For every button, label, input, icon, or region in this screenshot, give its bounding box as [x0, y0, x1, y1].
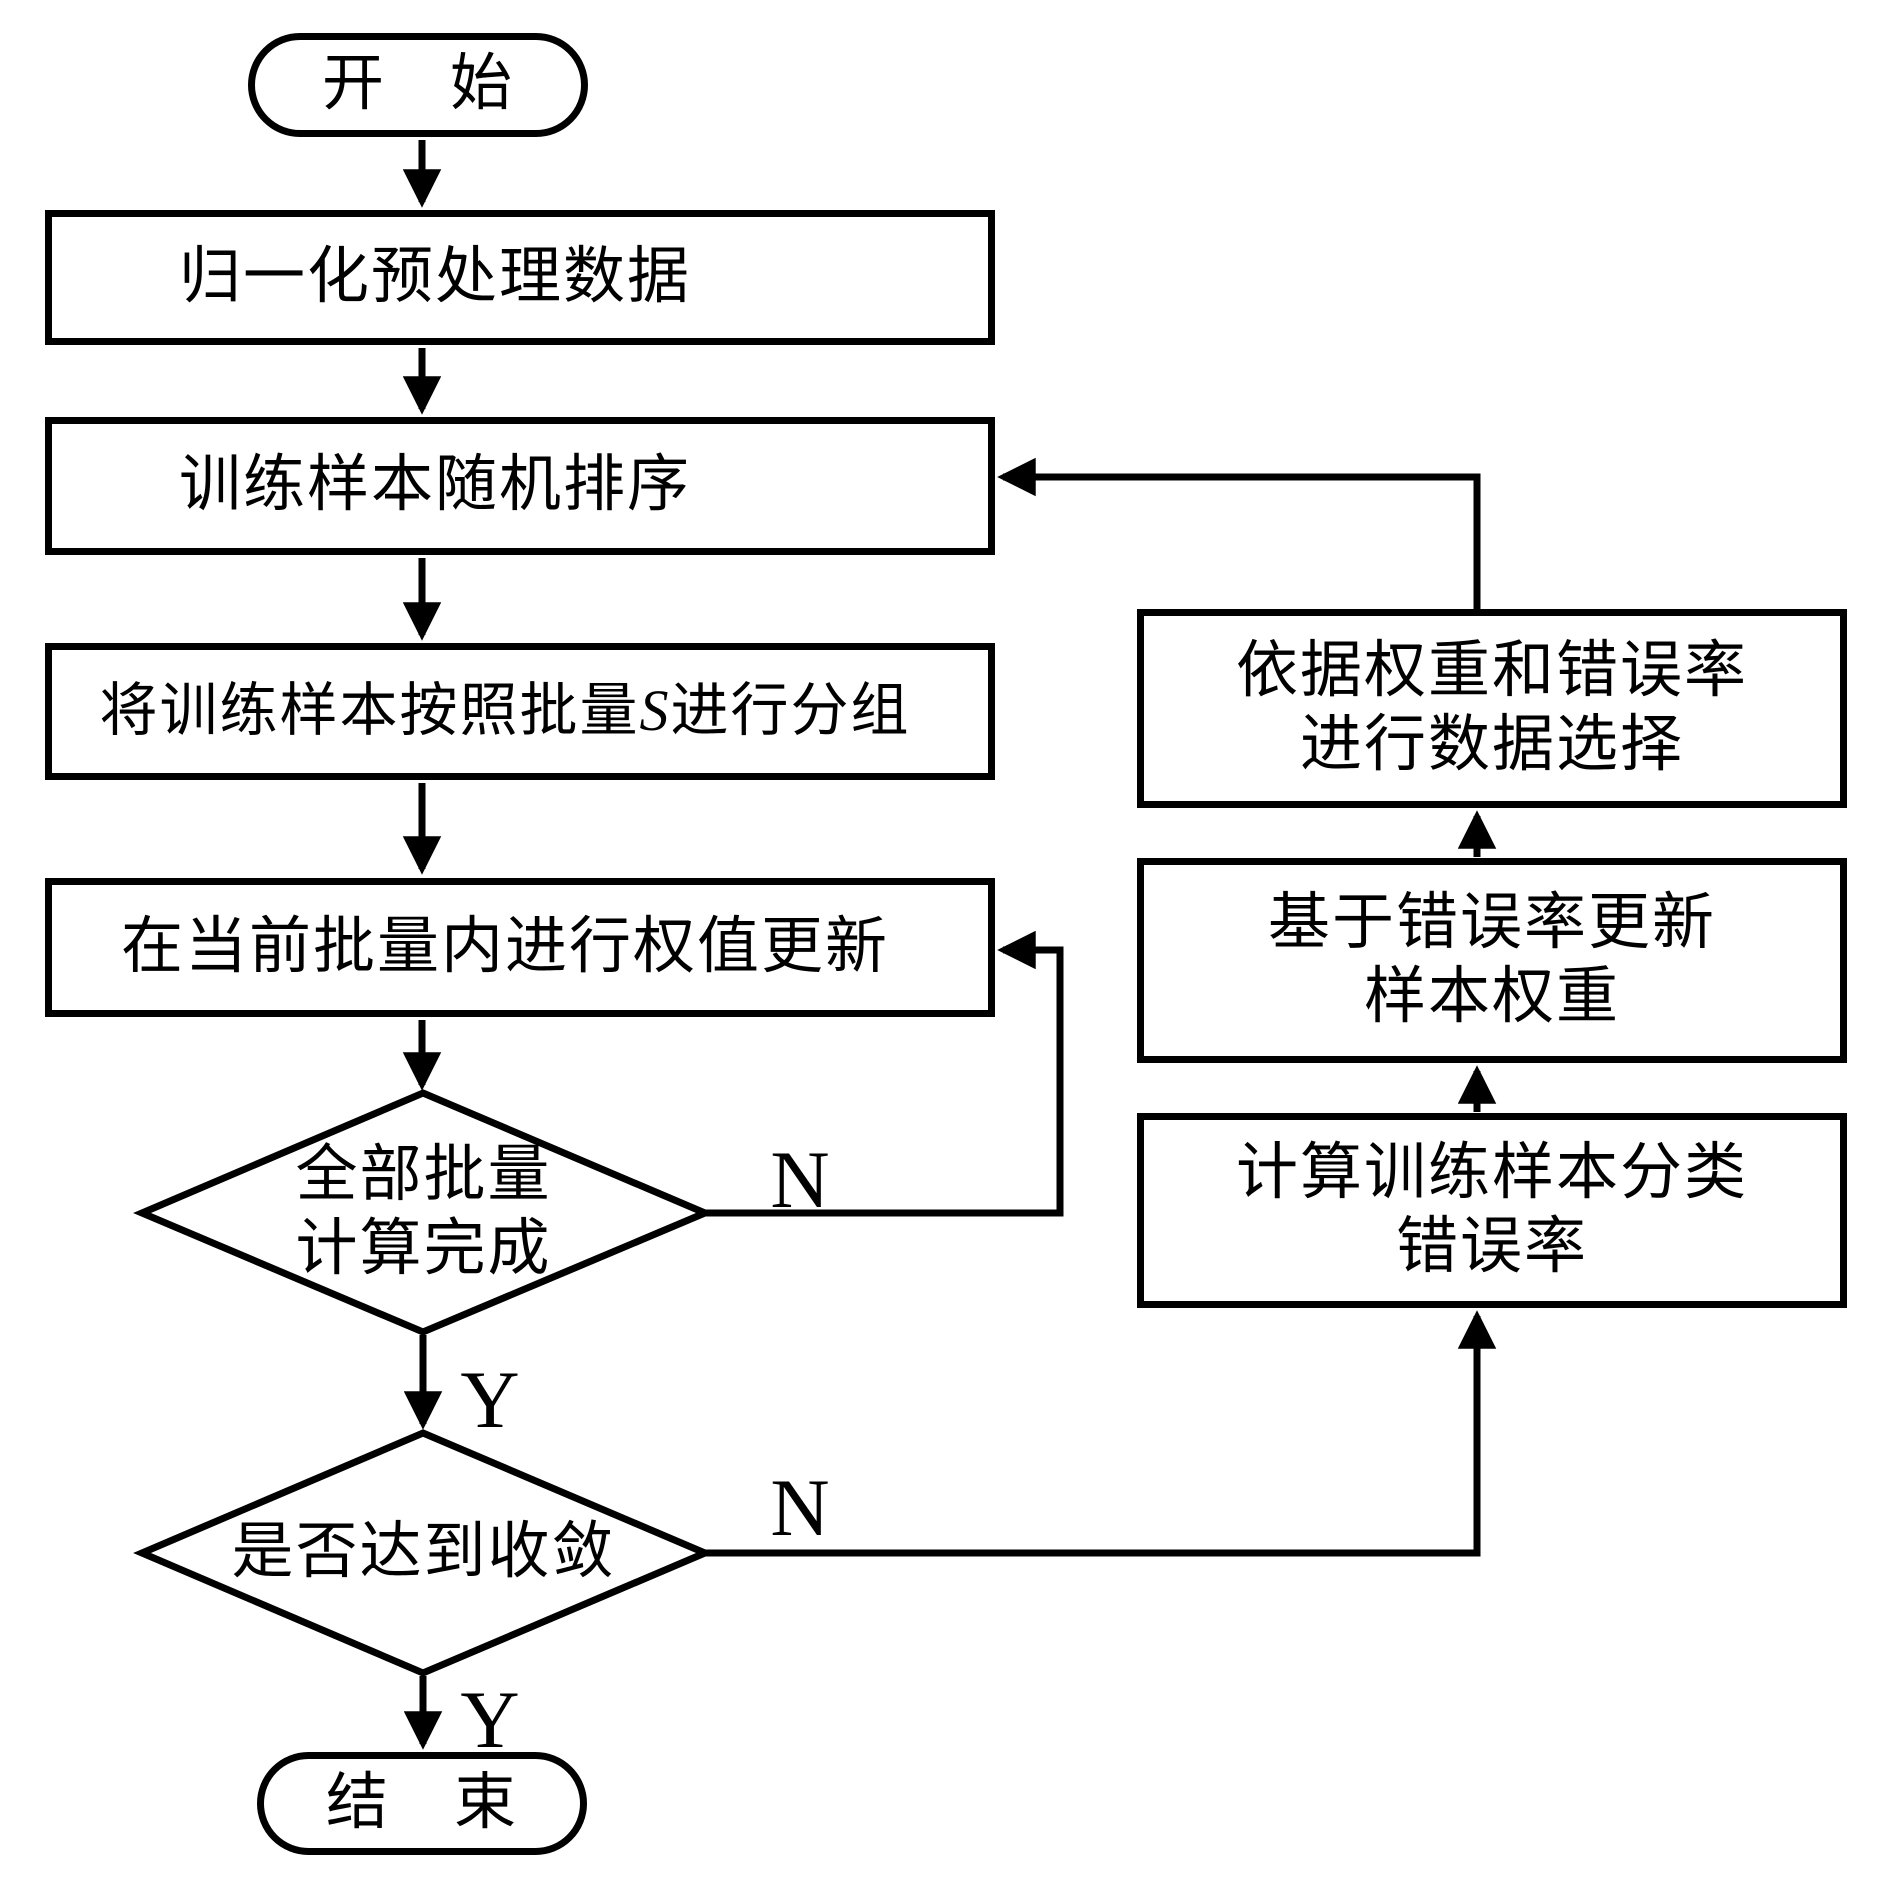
node-data-select: 依据权重和错误率 进行数据选择 [1137, 609, 1847, 808]
node-start: 开 始 [248, 33, 588, 137]
batch-group-label-suffix: 进行分组 [670, 678, 911, 744]
label-decision2-yes: Y [460, 1674, 520, 1765]
node-update-sample-weights-label: 基于错误率更新 样本权重 [1267, 889, 1716, 1031]
node-shuffle: 训练样本随机排序 [45, 417, 995, 555]
decision-converged-shape [133, 1429, 714, 1677]
node-start-label: 开 始 [321, 50, 514, 119]
decision-all-batches-done-label: 全部批量 计算完成 [295, 1141, 552, 1283]
node-shuffle-label: 训练样本随机排序 [178, 451, 691, 520]
node-weight-update-label: 在当前批量内进行权值更新 [120, 912, 889, 981]
node-batch-group-label: 将训练样本按照批量S进行分组 [99, 677, 910, 745]
decision-converged-label: 是否达到收敛 [231, 1518, 616, 1587]
node-end-label: 结 束 [325, 1768, 518, 1837]
node-weight-update: 在当前批量内进行权值更新 [45, 878, 995, 1017]
batch-size-variable: S [639, 678, 671, 744]
label-decision2-no: N [770, 1462, 830, 1553]
node-update-sample-weights: 基于错误率更新 样本权重 [1137, 858, 1847, 1063]
node-batch-group: 将训练样本按照批量S进行分组 [45, 643, 995, 780]
node-compute-error-rate: 计算训练样本分类 错误率 [1137, 1113, 1847, 1308]
edge-data-select-to-shuffle [997, 457, 1481, 610]
label-decision1-yes: Y [460, 1354, 520, 1445]
edge-decision1-no-loop [705, 930, 1064, 1217]
decision-all-batches-done-shape [133, 1089, 714, 1336]
node-normalize-label: 归一化预处理数据 [178, 242, 691, 311]
node-data-select-label: 依据权重和错误率 进行数据选择 [1235, 637, 1748, 779]
label-decision1-no: N [770, 1134, 830, 1225]
node-end: 结 束 [257, 1752, 587, 1855]
edge-decision2-no-to-compute-error [705, 1310, 1497, 1557]
node-compute-error-rate-label: 计算训练样本分类 错误率 [1235, 1139, 1748, 1281]
batch-group-label-prefix: 将训练样本按照批量 [99, 678, 640, 744]
node-normalize: 归一化预处理数据 [45, 210, 995, 345]
